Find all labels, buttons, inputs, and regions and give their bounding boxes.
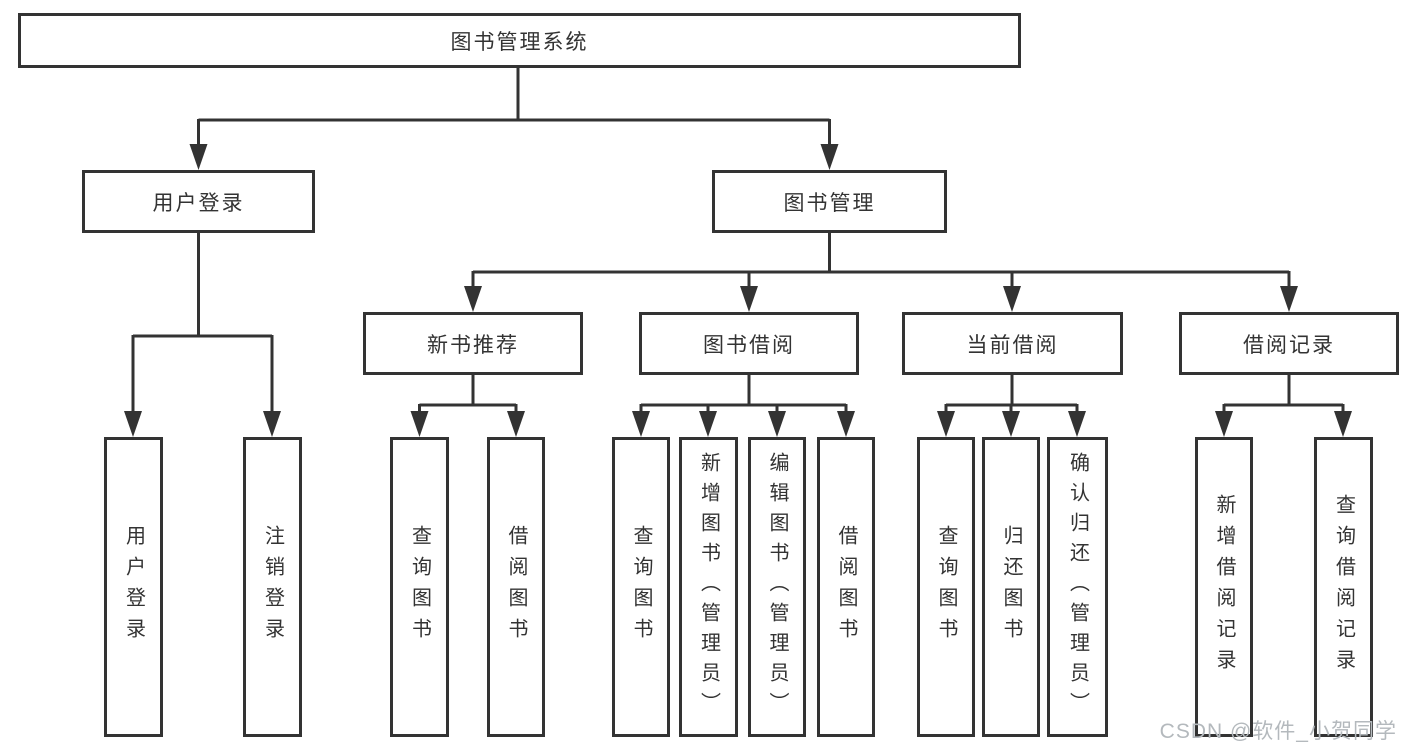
connector-bookmgmt-to-level3 xyxy=(471,233,1291,295)
node-borrowing-records: 借阅记录 xyxy=(1179,312,1399,375)
connector-borrowrecord-to-leaves xyxy=(1222,375,1345,420)
leaf-borrow-books-label: 借阅图书 xyxy=(835,525,857,649)
leaf-user-login: 用户登录 xyxy=(104,437,163,737)
node-current-borrowing-label: 当前借阅 xyxy=(966,333,1059,357)
node-root-library-management-system: 图书管理系统 xyxy=(18,13,1021,68)
connector-currentborrow-to-leaves xyxy=(944,375,1079,420)
connector-newbookrec-to-leaves xyxy=(418,375,518,420)
leaf-return-books-label: 归还图书 xyxy=(1000,525,1022,649)
node-book-management-label: 图书管理 xyxy=(783,191,876,215)
leaf-logout: 注销登录 xyxy=(243,437,302,737)
leaf-add-borrow-record: 新增借阅记录 xyxy=(1195,437,1253,737)
node-borrowing-records-label: 借阅记录 xyxy=(1243,333,1335,357)
node-book-management: 图书管理 xyxy=(712,170,947,233)
node-book-borrowing-label: 图书借阅 xyxy=(703,333,795,357)
leaf-query-borrow-record: 查询借阅记录 xyxy=(1314,437,1373,737)
leaf-edit-books-admin-label: 编辑图书（管理员） xyxy=(766,452,788,722)
leaf-user-login-label: 用户登录 xyxy=(122,525,145,649)
leaf-query-borrow-record-label: 查询借阅记录 xyxy=(1332,494,1355,680)
leaf-edit-books-admin: 编辑图书（管理员） xyxy=(748,437,806,737)
connector-root-to-level2 xyxy=(197,68,831,152)
leaf-borrow-books: 借阅图书 xyxy=(817,437,875,737)
node-new-book-recommendation: 新书推荐 xyxy=(363,312,583,375)
node-current-borrowing: 当前借阅 xyxy=(902,312,1123,375)
connector-bookborrow-to-leaves xyxy=(639,375,848,420)
node-new-book-recommendation-label: 新书推荐 xyxy=(427,333,519,357)
leaf-query-books-current-label: 查询图书 xyxy=(935,525,957,649)
csdn-watermark: CSDN @软件_小贺同学 xyxy=(1159,720,1397,743)
leaf-return-books: 归还图书 xyxy=(982,437,1040,737)
node-root-label: 图书管理系统 xyxy=(450,30,589,54)
leaf-add-books-admin: 新增图书（管理员） xyxy=(679,437,738,737)
node-user-login: 用户登录 xyxy=(82,170,315,233)
leaf-query-books-recommend: 查询图书 xyxy=(390,437,449,737)
leaf-query-books-borrow-label: 查询图书 xyxy=(630,525,652,649)
leaf-logout-label: 注销登录 xyxy=(261,525,284,649)
leaf-add-books-admin-label: 新增图书（管理员） xyxy=(697,452,720,722)
leaf-borrow-books-recommend-label: 借阅图书 xyxy=(505,525,527,649)
connector-userlogin-to-leaves xyxy=(131,233,274,420)
leaf-add-borrow-record-label: 新增借阅记录 xyxy=(1213,494,1235,680)
leaf-confirm-return-admin: 确认归还（管理员） xyxy=(1047,437,1108,737)
leaf-query-books-current: 查询图书 xyxy=(917,437,975,737)
leaf-borrow-books-recommend: 借阅图书 xyxy=(487,437,545,737)
leaf-query-books-recommend-label: 查询图书 xyxy=(408,525,431,649)
node-book-borrowing: 图书借阅 xyxy=(639,312,859,375)
leaf-confirm-return-admin-label: 确认归还（管理员） xyxy=(1066,452,1089,722)
node-user-login-label: 用户登录 xyxy=(152,191,245,215)
leaf-query-books-borrow: 查询图书 xyxy=(612,437,670,737)
